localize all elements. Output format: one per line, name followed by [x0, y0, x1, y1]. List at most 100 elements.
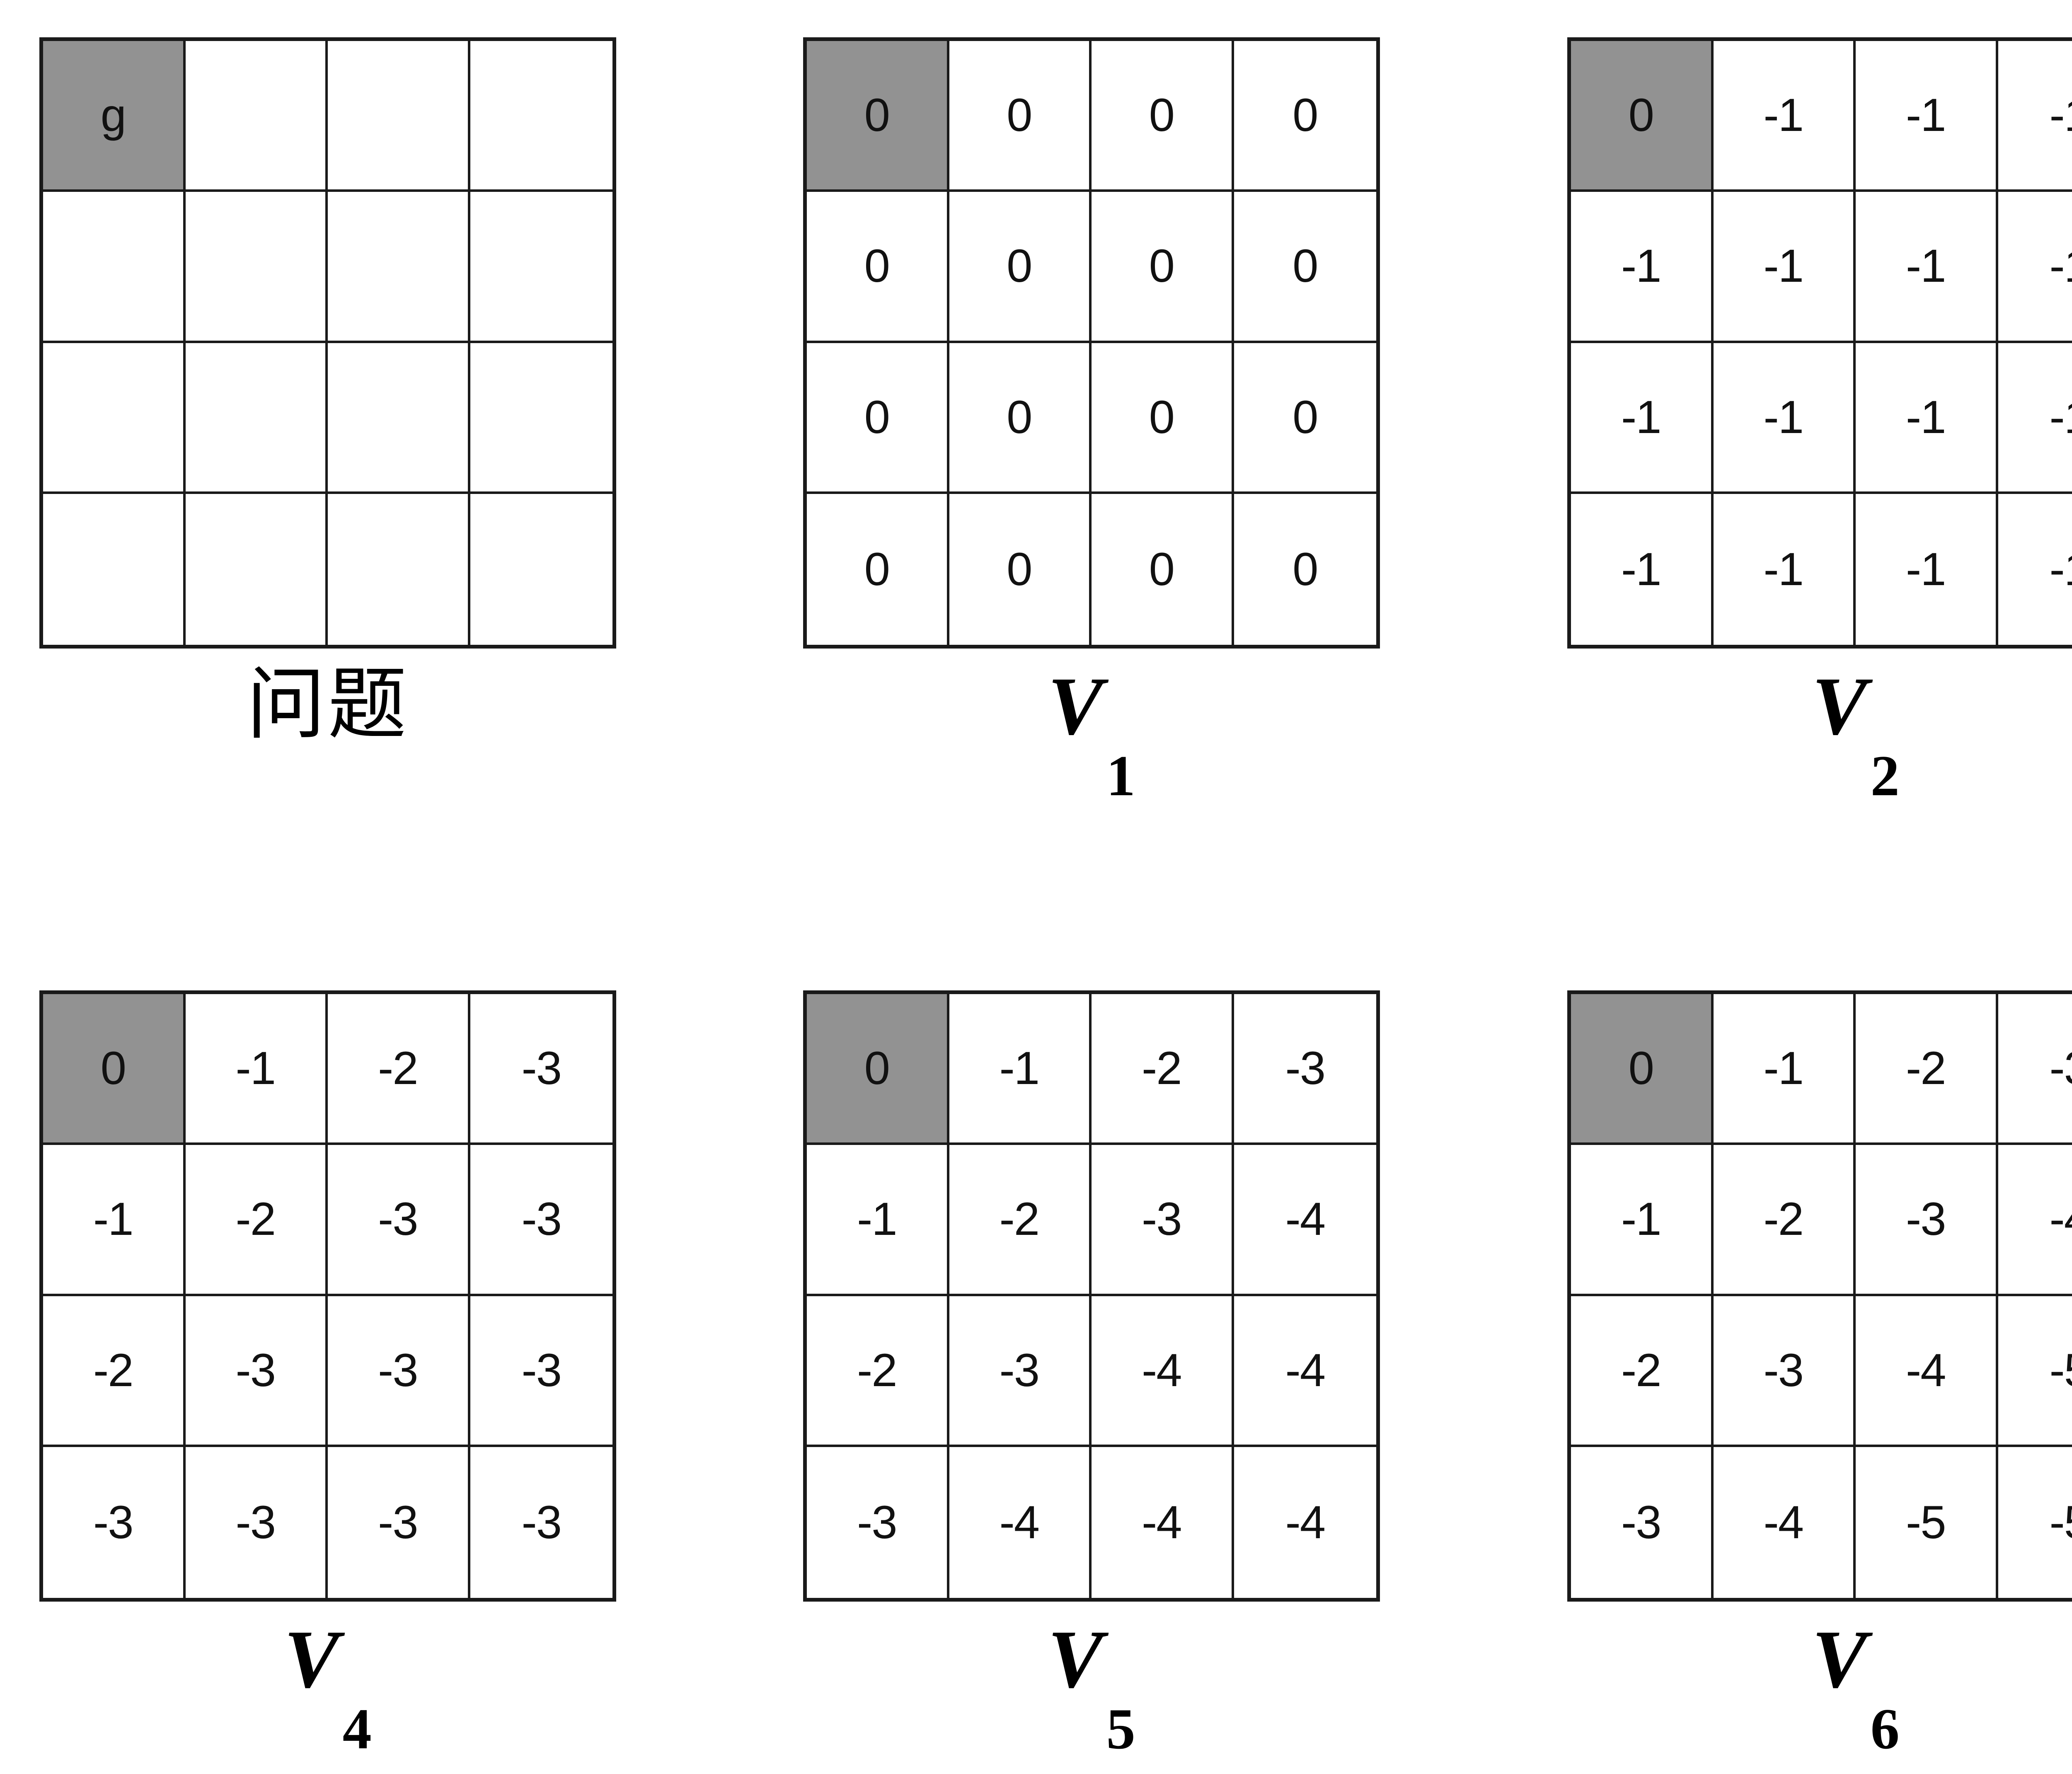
grid-cell: 0: [949, 343, 1092, 494]
grid-cell: 0: [1571, 41, 1714, 192]
grid-cell: -5: [1856, 1447, 1998, 1598]
grid-cell: -4: [1856, 1296, 1998, 1447]
grid-cell: g: [43, 41, 186, 192]
grid-cell: -1: [185, 994, 328, 1145]
grid-cell: 0: [1092, 192, 1234, 343]
grid-cell: [43, 192, 186, 343]
grid-cell: 0: [1092, 494, 1234, 645]
grid-cell: 0: [1571, 994, 1714, 1145]
grid-cell: -5: [1998, 1296, 2072, 1447]
grid-cell: [43, 343, 186, 494]
caption-symbol: V: [1048, 661, 1103, 752]
grid-cell: 0: [1234, 192, 1376, 343]
grid-cell: [328, 494, 470, 645]
grid-cell: -1: [1856, 41, 1998, 192]
grid-cell: -1: [43, 1145, 186, 1296]
grid-cell: -3: [43, 1447, 186, 1598]
value-grid-v6: 0-1-2-3-1-2-3-4-2-3-4-5-3-4-5-5: [1567, 990, 2072, 1602]
caption-subscript: 5: [1106, 1697, 1135, 1761]
grid-cell: -3: [1856, 1145, 1998, 1296]
caption-subscript: 6: [1870, 1697, 1900, 1761]
grid-cell: -1: [1998, 41, 2072, 192]
grid-cell: 0: [807, 192, 949, 343]
grid-cell: [328, 41, 470, 192]
grid-cell: -4: [1234, 1145, 1376, 1296]
grid-cell: [328, 343, 470, 494]
grid-cell: -1: [1571, 343, 1714, 494]
grid-cell: -3: [470, 994, 612, 1145]
grid-cell: -1: [807, 1145, 949, 1296]
grid-cell: -2: [185, 1145, 328, 1296]
grid-cell: 0: [1092, 343, 1234, 494]
grid-cell: 0: [949, 494, 1092, 645]
grid-cell: -2: [1092, 994, 1234, 1145]
grid-cell: -1: [1713, 41, 1856, 192]
grid-cell: -3: [807, 1447, 949, 1598]
grid-cell: -2: [949, 1145, 1092, 1296]
grid-cell: -2: [1571, 1296, 1714, 1447]
grid-cell: [43, 494, 186, 645]
grid-cell: -4: [1713, 1447, 1856, 1598]
grid-cell: -1: [1571, 192, 1714, 343]
value-grid-v2: 0-1-1-1-1-1-1-1-1-1-1-1-1-1-1-1: [1567, 37, 2072, 649]
grid-cell: 0: [1234, 494, 1376, 645]
grid-cell: -3: [328, 1447, 470, 1598]
grid-cell: -1: [1713, 994, 1856, 1145]
value-grid-problem: g: [39, 37, 616, 649]
grid-cell: 0: [949, 41, 1092, 192]
grid-cell: 0: [43, 994, 186, 1145]
caption-symbol: V: [284, 1614, 339, 1705]
grid-cell: -3: [1571, 1447, 1714, 1598]
grid-cell: -3: [949, 1296, 1092, 1447]
grid-cell: -3: [1092, 1145, 1234, 1296]
panel-problem: g 问题: [39, 37, 616, 789]
grid-cell: [185, 192, 328, 343]
grid-cell: 0: [1092, 41, 1234, 192]
grid-cell: -2: [1713, 1145, 1856, 1296]
grid-cell: 0: [807, 494, 949, 645]
caption-label: 问题: [246, 658, 409, 750]
grid-cell: 0: [949, 192, 1092, 343]
value-grid-v5: 0-1-2-3-1-2-3-4-2-3-4-4-3-4-4-4: [803, 990, 1380, 1602]
grid-cell: -3: [1713, 1296, 1856, 1447]
grid-cell: [185, 494, 328, 645]
grid-cell: -1: [1713, 494, 1856, 645]
grid-cell: 0: [807, 41, 949, 192]
grid-cell: -1: [1713, 343, 1856, 494]
grid-cell: -4: [1234, 1447, 1376, 1598]
caption-symbol: V: [1048, 1614, 1103, 1705]
grid-cell: [185, 343, 328, 494]
grid-cell: -3: [185, 1447, 328, 1598]
value-grid-v4: 0-1-2-3-1-2-3-3-2-3-3-3-3-3-3-3: [39, 990, 616, 1602]
grid-cell: -2: [1856, 994, 1998, 1145]
grid-cell: -3: [328, 1145, 470, 1296]
grid-cell: -2: [328, 994, 470, 1145]
grid-cell: [185, 41, 328, 192]
panel-v2: 0-1-1-1-1-1-1-1-1-1-1-1-1-1-1-1V2: [1567, 37, 2072, 805]
caption-symbol: V: [1812, 661, 1867, 752]
grid-cell: -4: [949, 1447, 1092, 1598]
grid-cell: 0: [1234, 343, 1376, 494]
grid-cell: -4: [1092, 1447, 1234, 1598]
panel-v6: 0-1-2-3-1-2-3-4-2-3-4-5-3-4-5-5V6: [1567, 990, 2072, 1758]
grid-cell: [470, 41, 612, 192]
caption-subscript: 1: [1106, 744, 1135, 808]
grid-cell: [470, 192, 612, 343]
grid-cell: -1: [1998, 343, 2072, 494]
grid-cell: -4: [1092, 1296, 1234, 1447]
caption-subscript: 2: [1870, 744, 1900, 808]
grid-cell: -5: [1998, 1447, 2072, 1598]
grid-cell: -1: [1998, 494, 2072, 645]
grid-cell: -1: [1713, 192, 1856, 343]
grid-cell: -3: [1998, 994, 2072, 1145]
grid-cell: -2: [807, 1296, 949, 1447]
grid-cell: -4: [1998, 1145, 2072, 1296]
